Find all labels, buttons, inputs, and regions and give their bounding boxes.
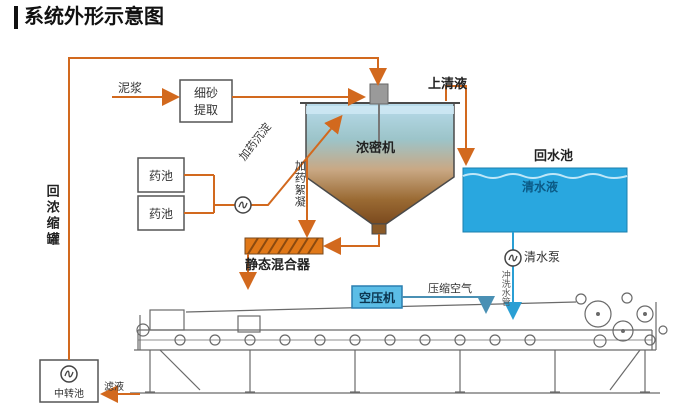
dosing-flocculant-label: 加药絮凝 <box>293 160 306 208</box>
thickener-label: 浓密机 <box>356 140 396 155</box>
chem-tank-box-1 <box>137 157 185 193</box>
static-mixer-label: 静态混合器 <box>245 257 311 272</box>
mud-label: 泥浆 <box>118 81 143 95</box>
clear-pump-label: 清水泵 <box>524 250 561 264</box>
return-pool-label: 回水池 <box>534 148 574 163</box>
pump-icon <box>64 370 74 378</box>
dosing-pump <box>234 196 252 214</box>
tank-spout <box>371 223 387 235</box>
tank-motor <box>369 83 389 105</box>
compressed-air-line <box>402 296 495 314</box>
transfer-pool-label: 中转池 <box>54 388 84 400</box>
page-title: 系统外形示意图 <box>14 6 164 29</box>
pump-icon <box>238 201 248 209</box>
return-to-thickener-line <box>68 57 387 360</box>
sand-extractor-label: 细砂提取 <box>194 86 219 117</box>
return-water-pool <box>462 167 628 233</box>
return-thickener-label: 回浓缩罐 <box>44 184 60 248</box>
transfer-pump <box>60 365 78 383</box>
chem-tank-label-2: 药池 <box>148 206 173 221</box>
clear-water-pump <box>504 249 522 267</box>
supernatant-label: 上清液 <box>428 76 468 91</box>
belt-filter-press <box>130 292 668 394</box>
air-compressor-label: 空压机 <box>358 290 395 305</box>
chem-tank-box-2 <box>137 195 185 231</box>
underflow-to-mixer-line <box>323 234 380 255</box>
compressed-air-label: 压缩空气 <box>428 283 472 295</box>
thickener-tank <box>300 83 460 235</box>
sand-extractor-box <box>179 79 233 123</box>
static-mixer <box>244 237 324 255</box>
dosing-sediment-line <box>251 114 343 206</box>
supernatant-line <box>445 85 475 166</box>
flush-pipe-label: 冲洗水管 <box>500 270 511 306</box>
clear-water-label: 清水液 <box>522 180 559 194</box>
pump-icon <box>508 254 518 262</box>
filtrate-label: 滤液 <box>104 382 124 393</box>
chem-tank-label-1: 药池 <box>148 168 173 183</box>
